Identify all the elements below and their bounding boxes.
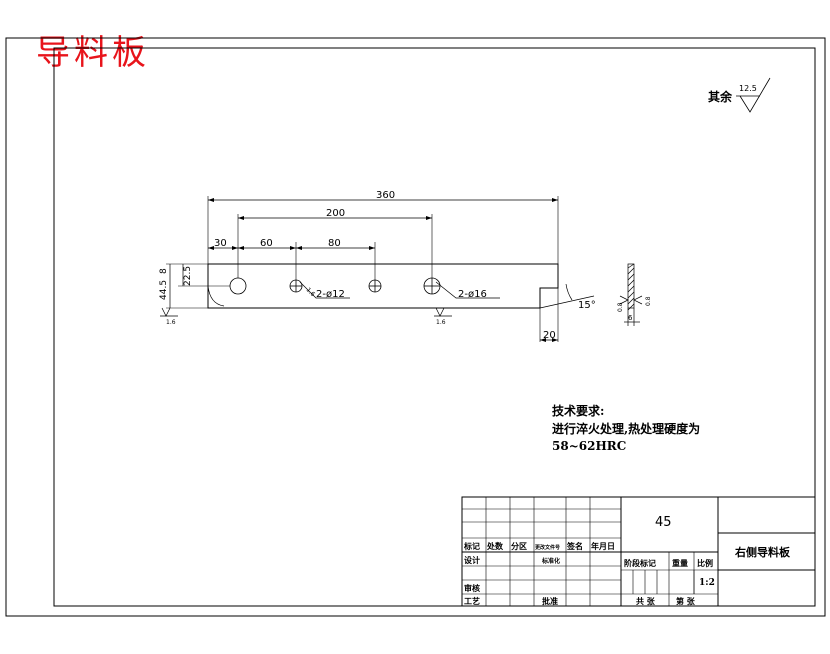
title-block [461, 496, 816, 607]
svg-text:1.6: 1.6 [436, 319, 446, 326]
hole-small-label: 2-ø12 [316, 289, 345, 300]
svg-text:年月日: 年月日 [591, 541, 615, 551]
svg-text:比例: 比例 [697, 558, 713, 568]
svg-text:共 张: 共 张 [636, 596, 656, 606]
hole-large-left [229, 277, 247, 295]
extension-lines [166, 196, 559, 342]
roughness-left: 1.6 [160, 307, 178, 326]
dim-30: 30 [214, 238, 227, 249]
svg-text:1:2: 1:2 [699, 578, 715, 588]
dim-20: 20 [543, 330, 556, 341]
dim-8: 8 [159, 268, 169, 274]
svg-text:12.5: 12.5 [739, 84, 757, 93]
svg-text:工艺: 工艺 [464, 596, 480, 606]
inner-frame [53, 47, 816, 607]
material: 45 [655, 515, 672, 530]
dim-200: 200 [326, 208, 345, 219]
svg-text:签名: 签名 [566, 541, 583, 551]
arrowheads [208, 198, 558, 342]
svg-text:审核: 审核 [464, 583, 480, 593]
title-block-texts: 45 右侧导料板 比例 1:2 阶段标记 重量 共 张 第 张 标记 处数 分区… [463, 515, 791, 606]
dim-22: 22.5 [183, 266, 193, 286]
dim-360: 360 [376, 190, 395, 201]
dim-80: 80 [328, 238, 341, 249]
hole-small-roughness: 1.6 [305, 286, 317, 298]
svg-text:重量: 重量 [672, 558, 688, 568]
hole-leaders [299, 281, 500, 299]
svg-text:处数: 处数 [486, 541, 504, 551]
technical-requirements: 技术要求: 进行淬火处理,热处理硬度为 58~62HRC [552, 403, 700, 453]
dimension-lines [169, 199, 573, 341]
dim-44: 44.5 [159, 280, 169, 300]
side-section-view [619, 263, 643, 326]
thick-b: 0.8 [645, 296, 652, 306]
svg-text:进行淬火处理,热处理硬度为: 进行淬火处理,热处理硬度为 [552, 421, 700, 436]
svg-text:设计: 设计 [464, 555, 480, 565]
svg-text:第 张: 第 张 [676, 596, 696, 606]
part-name: 右侧导料板 [734, 545, 791, 559]
dim-60: 60 [260, 238, 273, 249]
svg-text:批准: 批准 [542, 596, 558, 606]
svg-text:分区: 分区 [511, 541, 527, 551]
svg-text:阶段标记: 阶段标记 [624, 558, 656, 568]
roughness-bottom: 1.6 [434, 307, 452, 326]
svg-text:58~62HRC: 58~62HRC [552, 439, 626, 453]
svg-text:更改文件号: 更改文件号 [535, 544, 560, 551]
outer-frame [5, 37, 826, 617]
thick-c: 6 [628, 314, 633, 322]
svg-text:技术要求:: 技术要求: [552, 403, 604, 418]
svg-text:标准化: 标准化 [541, 557, 560, 565]
surface-finish-note: 其余 12.5 [708, 77, 771, 113]
svg-text:标记: 标记 [463, 541, 480, 551]
svg-text:其余: 其余 [708, 89, 733, 104]
dim-angle: 15° [578, 300, 596, 311]
thick-a: 0.8 [617, 302, 624, 312]
svg-text:1.6: 1.6 [166, 319, 176, 326]
dimension-texts: 360 200 30 60 80 20 15° 44.5 8 22.5 [159, 190, 596, 341]
hole-large-label: 2-ø16 [458, 289, 487, 300]
part-outline [207, 263, 595, 309]
